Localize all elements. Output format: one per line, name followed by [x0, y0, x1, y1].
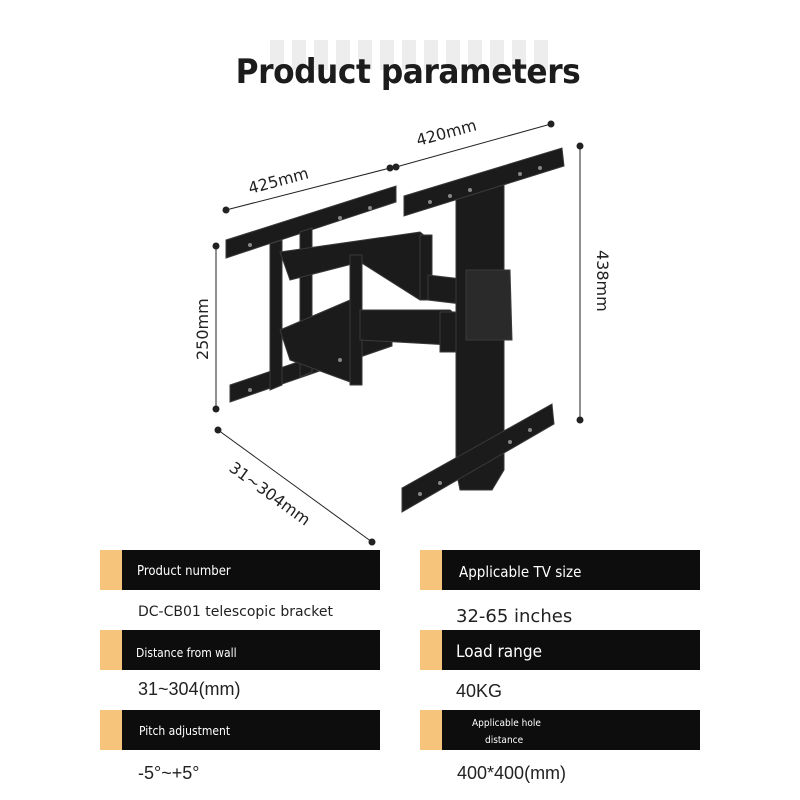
spec-label-pitch-adjustment: Pitch adjustment	[100, 710, 380, 750]
spec-value-applicable-tv-size: 32-65 inches	[456, 606, 573, 627]
bracket-illustration	[225, 147, 565, 513]
dim-line-arm-length	[225, 167, 391, 211]
accent-tab	[100, 710, 122, 750]
page-title: Product parameters	[235, 52, 581, 92]
spec-label-applicable-tv-size: Applicable TV size	[420, 550, 700, 590]
wall-rail-top	[225, 185, 397, 259]
dim-label-height: 438mm	[593, 250, 612, 312]
accent-tab	[420, 630, 442, 670]
dim-label-wall-plate: 250mm	[193, 298, 212, 360]
spec-value-applicable-hole-distance: 400*400(mm)	[457, 763, 567, 783]
spec-label-product-number: Product number	[100, 550, 380, 590]
dim-label-extension: 31~304mm	[226, 458, 314, 529]
spec-label-distance-from-wall: Distance from wall	[100, 630, 380, 670]
dim-line-top-width	[395, 123, 552, 168]
accent-tab	[420, 710, 442, 750]
dim-line-extension	[217, 429, 373, 543]
faded-background-text	[270, 40, 550, 70]
tv-mount-diagram: 420mm 425mm 438mm 250mm 31~304mm	[193, 116, 612, 546]
spec-label-load-range: Load range	[420, 630, 700, 670]
spec-value-load-range: 40KG	[456, 681, 503, 701]
dim-label-top-width: 420mm	[414, 116, 479, 150]
spec-value-pitch-adjustment: -5°~+5°	[138, 763, 200, 783]
accent-tab	[100, 630, 122, 670]
accent-tab	[100, 550, 122, 590]
spec-label-applicable-hole-distance: Applicable hole distance	[420, 710, 700, 750]
spec-value-distance-from-wall: 31~304(mm)	[138, 679, 241, 699]
dim-label-arm-length: 425mm	[246, 164, 311, 198]
accent-tab	[420, 550, 442, 590]
tv-rail-top	[403, 147, 565, 217]
spec-value-product-number: DC-CB01 telescopic bracket	[138, 604, 333, 620]
